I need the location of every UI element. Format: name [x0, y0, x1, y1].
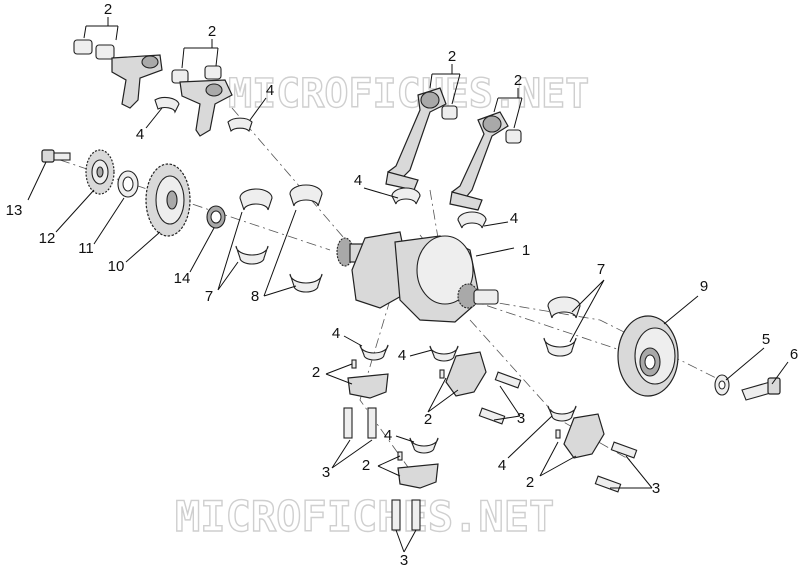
- crankshaft-1: [336, 231, 499, 323]
- callout-4-lower-a: 4: [332, 325, 340, 342]
- callout-7-right: 7: [597, 261, 605, 278]
- callout-3-lower-a: 3: [517, 410, 525, 427]
- callout-11: 11: [78, 240, 94, 257]
- gear-12: [85, 149, 115, 195]
- callout-1: 1: [522, 242, 530, 259]
- callout-2-lower-d: 2: [526, 474, 534, 491]
- callout-2-top-right-b: 2: [514, 72, 522, 89]
- callout-9: 9: [700, 278, 708, 295]
- callout-6: 6: [790, 346, 798, 363]
- rod-cap-lower-c: [397, 437, 439, 489]
- callout-7-left: 7: [205, 288, 213, 305]
- callout-2-lower-b: 2: [424, 411, 432, 428]
- washer-5: [714, 374, 730, 396]
- callout-13: 13: [6, 202, 23, 219]
- callout-2-top-right-a: 2: [448, 48, 456, 65]
- bearing-shells-upper-right: [391, 187, 487, 229]
- leader-lines: [27, 17, 789, 553]
- callout-2-top-left: 2: [104, 1, 112, 18]
- callout-3-lower-c: 3: [652, 480, 660, 497]
- rod-cap-lower-d: [547, 405, 605, 459]
- connecting-rod-right-a: [385, 87, 458, 191]
- callout-4-lower-b: 4: [398, 347, 406, 364]
- callout-2-lower-a: 2: [312, 364, 320, 381]
- callout-2-lower-c: 2: [362, 457, 370, 474]
- callout-4-top: 4: [266, 82, 274, 99]
- main-bearings-left: [235, 184, 323, 293]
- callout-14: 14: [174, 270, 191, 287]
- watermark-top: MICROFICHES.NET: [228, 71, 589, 117]
- washer-11: [117, 170, 139, 198]
- callout-2-top-middle: 2: [208, 23, 216, 40]
- callout-4-left: 4: [136, 126, 144, 143]
- callout-3-lower-b: 3: [322, 464, 330, 481]
- connecting-rod-top-middle: [171, 65, 233, 137]
- callout-4-right: 4: [510, 210, 518, 227]
- bolt-6: [741, 377, 781, 401]
- callout-5: 5: [762, 331, 770, 348]
- ring-14: [206, 205, 226, 229]
- rod-bearings-top: [154, 96, 253, 133]
- bolt-13: [41, 149, 71, 163]
- connecting-rod-top-left: [73, 39, 163, 109]
- connecting-rod-right-b: [449, 111, 522, 211]
- watermark-bottom: MICROFICHES.NET: [175, 492, 554, 541]
- callout-4-lower-c: 4: [384, 427, 392, 444]
- rod-cap-lower-a: [347, 344, 389, 399]
- callout-labels: 2 2 2 2 4 4 4 4 13 12 11 10 14 7 8 1 7 9…: [6, 1, 799, 569]
- rod-cap-lower-b: [429, 345, 487, 397]
- callout-4-lower-d: 4: [498, 457, 506, 474]
- pulley-9: [617, 315, 679, 397]
- callout-8: 8: [251, 288, 259, 305]
- callout-10: 10: [108, 258, 125, 275]
- callout-3-bottom: 3: [400, 552, 408, 569]
- main-bearings-right: [543, 296, 581, 357]
- callout-12: 12: [39, 230, 56, 247]
- callout-4-middle: 4: [354, 172, 362, 189]
- gear-10: [145, 163, 191, 237]
